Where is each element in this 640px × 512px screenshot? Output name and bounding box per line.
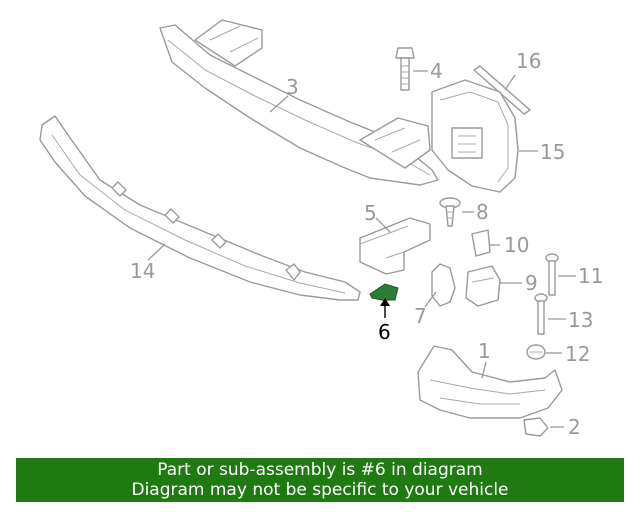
parts-diagram: 1 2 3 4 5 6 7 8 9 10 11 12 13 14 15 16 (39, 19, 603, 439)
part-4-bolt (395, 47, 415, 91)
part-2-clip (523, 417, 549, 437)
callout-8: 8 (476, 200, 489, 224)
part-12-nut (526, 344, 546, 360)
callout-7: 7 (414, 304, 427, 328)
part-7-bracket (431, 263, 456, 307)
callout-13: 13 (568, 308, 593, 332)
callout-16: 16 (516, 49, 541, 73)
part-16-strip (473, 65, 531, 115)
callout-labels: 1 2 3 4 5 6 7 8 9 10 11 12 13 14 15 16 (130, 49, 603, 439)
callout-5: 5 (364, 201, 377, 225)
info-banner: Part or sub-assembly is #6 in diagram Di… (16, 458, 624, 502)
part-5-bracket (359, 217, 431, 275)
callout-1: 1 (478, 339, 491, 363)
part-8-screw (439, 197, 461, 227)
part-14-lower-support-rail (39, 115, 361, 301)
callout-3: 3 (286, 75, 299, 99)
part-15-bracket (431, 79, 519, 193)
part-11-bolt (545, 253, 559, 296)
callout-9: 9 (525, 271, 538, 295)
callout-4: 4 (430, 59, 443, 83)
callout-14: 14 (130, 259, 155, 283)
part-3-reinforcement-beam (159, 19, 439, 186)
callout-10: 10 (504, 233, 529, 257)
leader-lines (147, 70, 576, 428)
part-10-clip (471, 229, 491, 257)
part-1-bracket-assembly (417, 345, 563, 419)
part-9-bracket (465, 265, 501, 307)
banner-line-2: Diagram may not be specific to your vehi… (131, 480, 509, 500)
banner-line-1: Part or sub-assembly is #6 in diagram (157, 460, 483, 480)
callout-11: 11 (578, 264, 603, 288)
callout-6: 6 (378, 320, 391, 344)
callout-2: 2 (568, 415, 581, 439)
callout-12: 12 (565, 342, 590, 366)
part-6-highlighted-bracket (369, 283, 399, 301)
callout-15: 15 (540, 140, 565, 164)
part-13-bolt (534, 293, 548, 335)
